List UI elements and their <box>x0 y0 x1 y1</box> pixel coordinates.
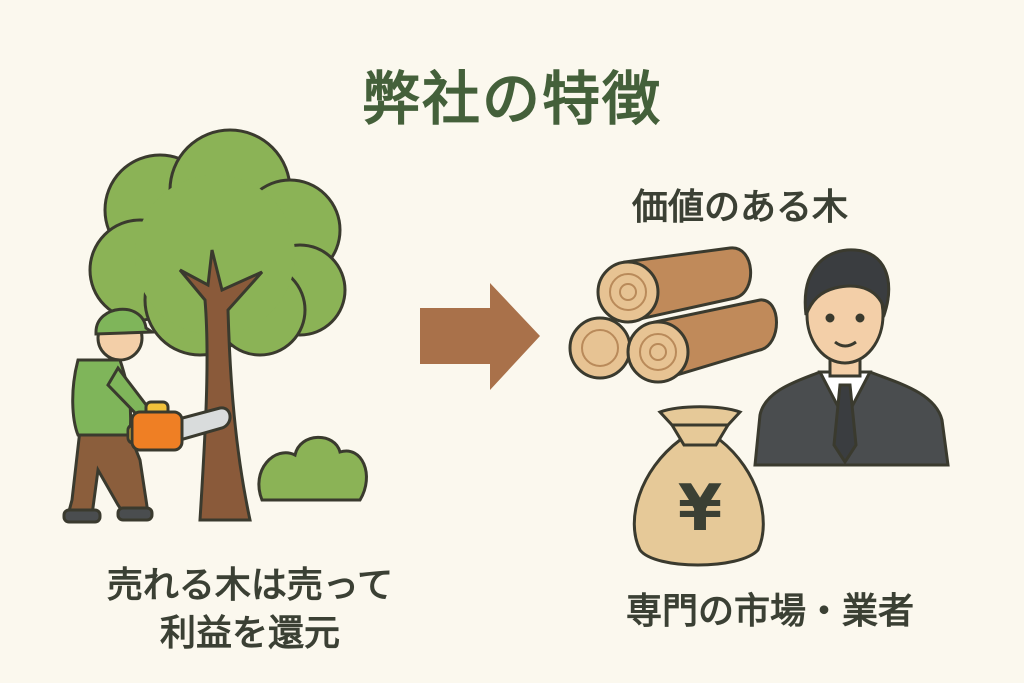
money-bag-icon <box>632 405 765 567</box>
arrow-right-icon <box>420 283 540 390</box>
valuable-wood-label: 価値のある木 <box>631 187 849 228</box>
left-caption-line1: 売れる木は売って <box>106 565 394 606</box>
market-label: 専門の市場・業者 <box>625 591 915 632</box>
chainsaw-icon <box>130 406 232 452</box>
page-title: 弊社の特徴 <box>361 65 663 133</box>
businessman-icon <box>753 248 950 467</box>
logs-icon <box>568 246 778 384</box>
tree-icon <box>88 128 347 522</box>
bush-icon <box>257 435 368 502</box>
yen-symbol: ¥ <box>678 472 723 546</box>
left-caption-line2: 利益を還元 <box>159 613 341 654</box>
